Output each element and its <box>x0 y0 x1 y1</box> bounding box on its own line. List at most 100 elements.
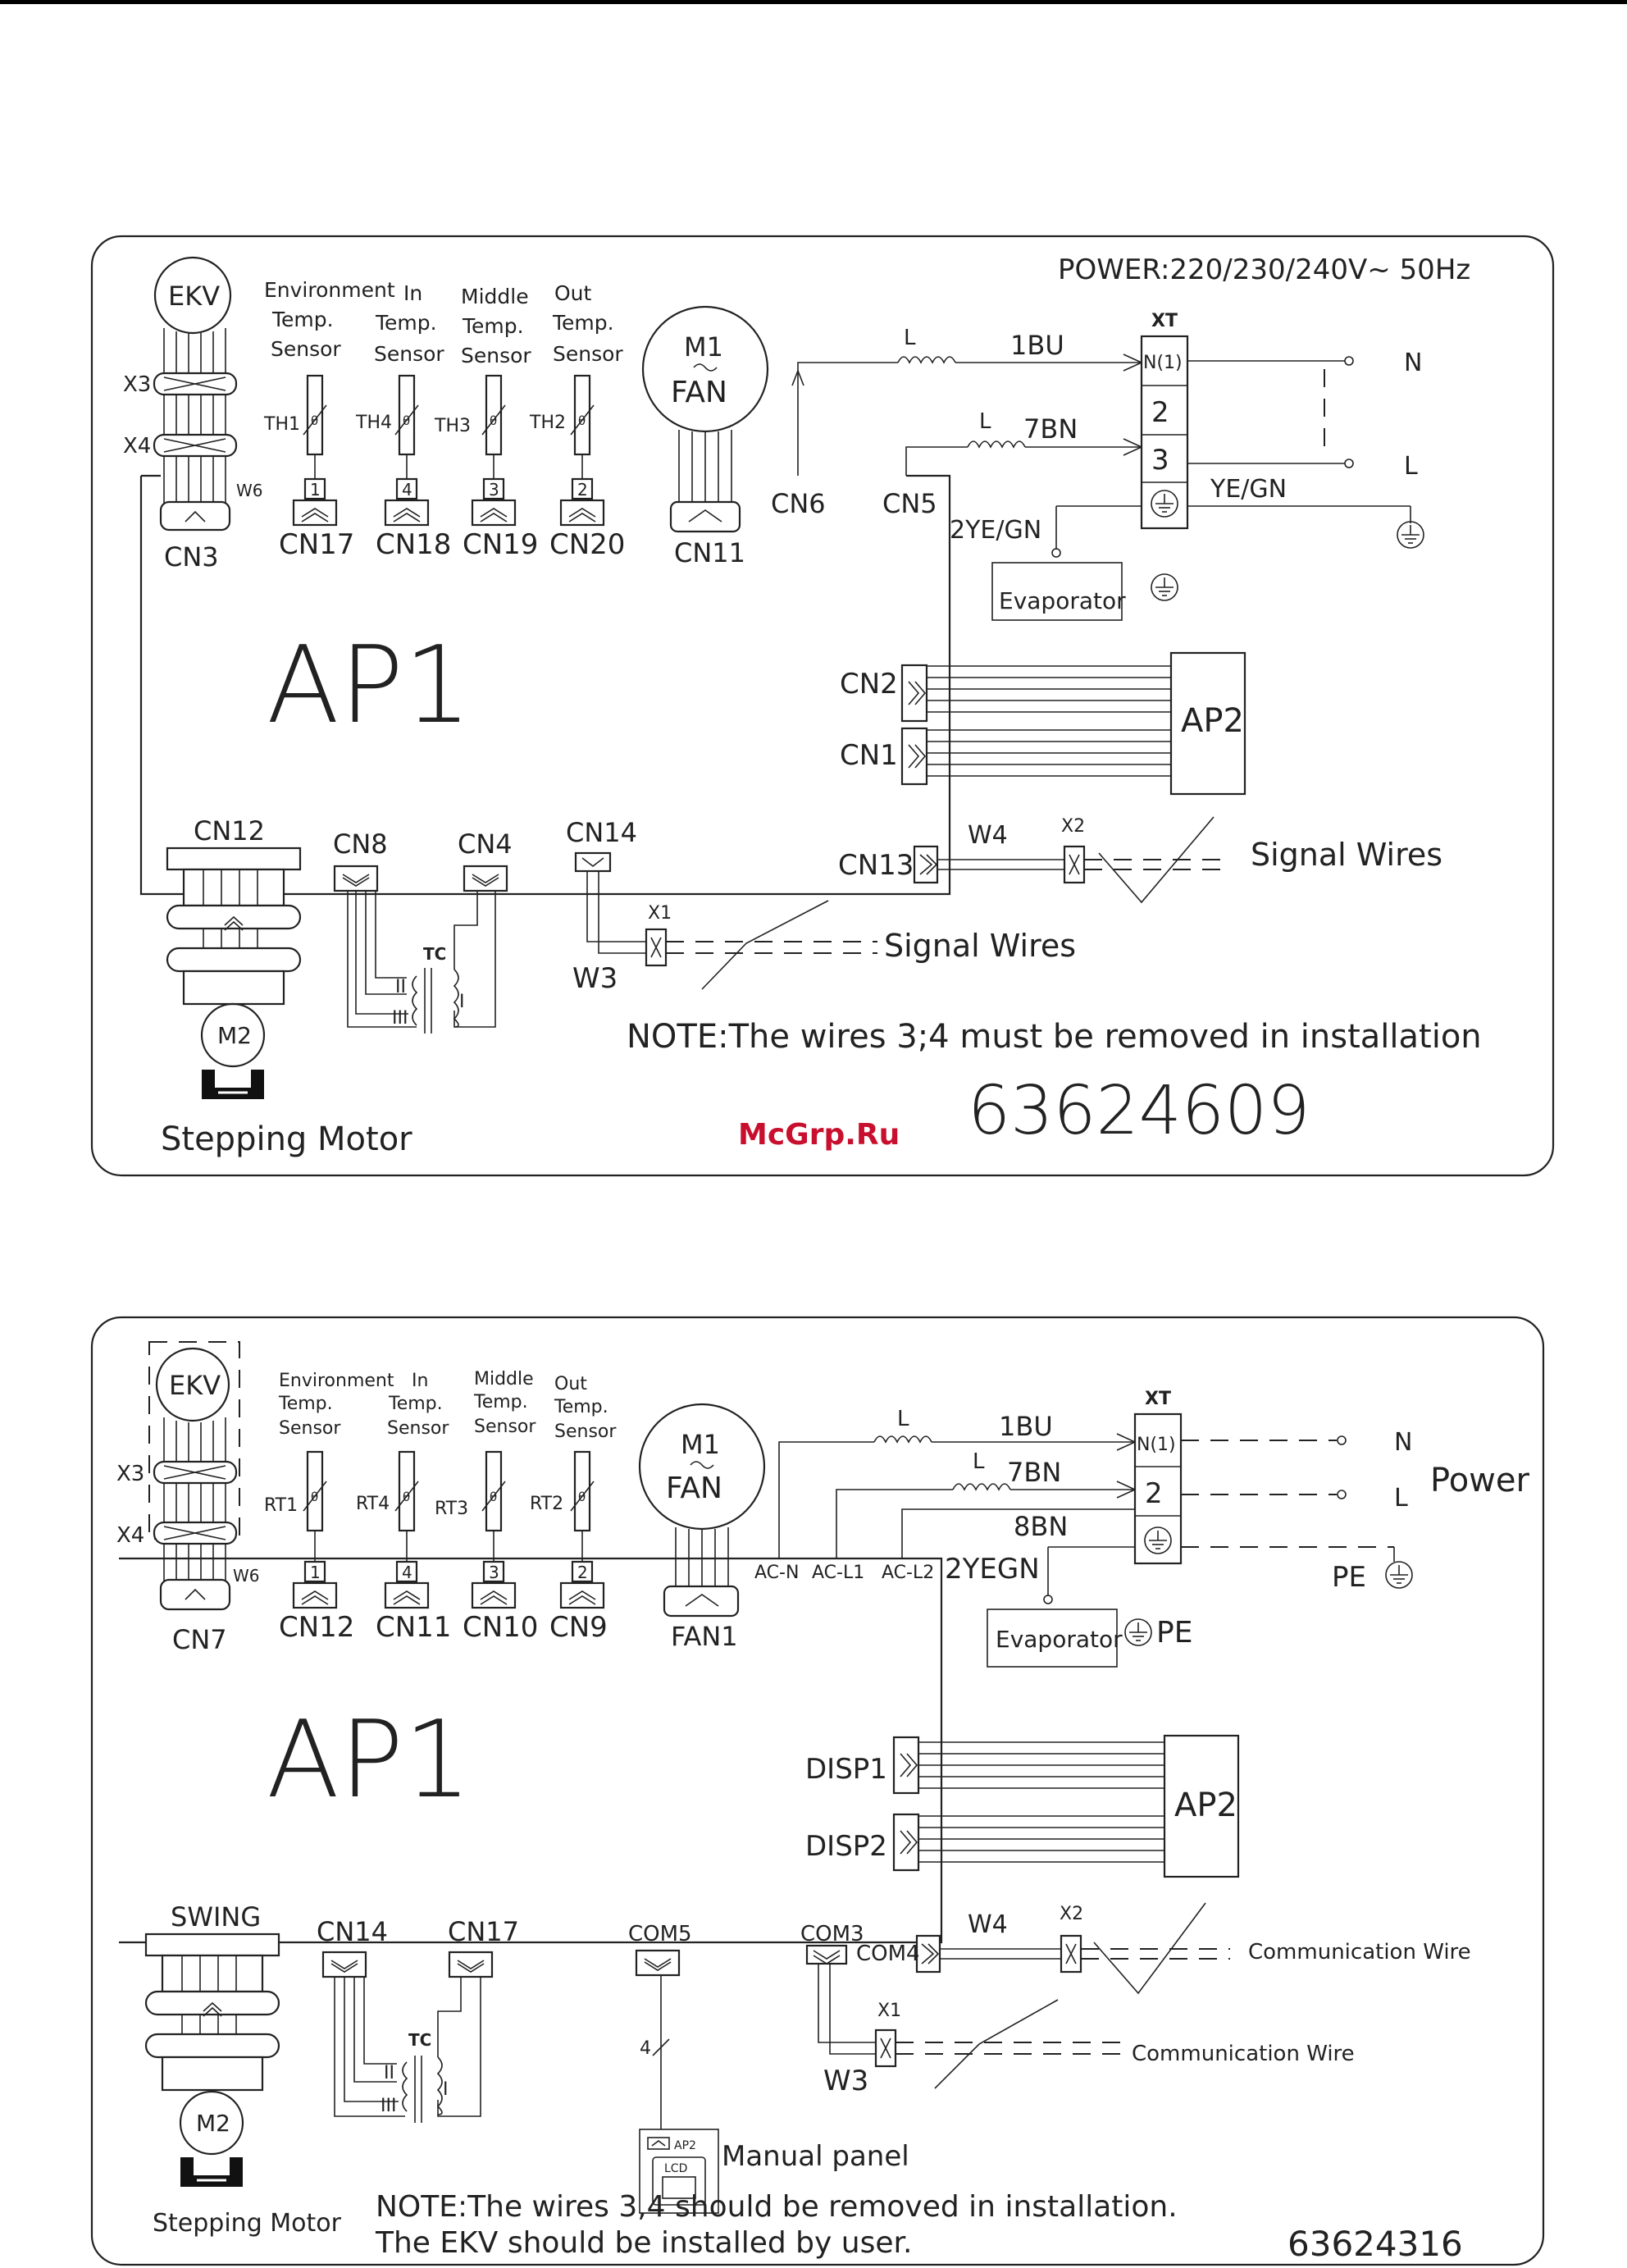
note-1: NOTE:The wires 3;4 must be removed in in… <box>627 1018 1482 1056</box>
sensor1-line3: Sensor <box>271 337 341 361</box>
th2-label: TH2 <box>529 413 566 433</box>
com3-connector <box>805 1944 848 1965</box>
sensor4-line1: Out <box>554 281 592 305</box>
rt2-sensor-icon <box>569 1450 595 1532</box>
disp1-connector <box>892 1736 920 1795</box>
cn1-connector <box>900 727 928 786</box>
th1-label: TH1 <box>263 414 300 435</box>
fan1-connector <box>663 1585 740 1618</box>
wire-yegn-label: YE/GN <box>1210 475 1287 504</box>
power-l-label-2: L <box>1394 1484 1408 1513</box>
xt-label: XT <box>1151 311 1178 331</box>
cn5-label: CN5 <box>882 488 937 519</box>
sensor2-line1-2: In <box>412 1371 428 1391</box>
cn3-label: CN3 <box>164 541 219 573</box>
cn14-label-2: CN14 <box>317 1916 388 1947</box>
sensor4-line2-2: Temp. <box>554 1397 608 1417</box>
top-rule <box>0 0 1627 4</box>
sensor1-line2-2: Temp. <box>278 1394 333 1414</box>
ap2-label-2: AP2 <box>1174 1787 1237 1824</box>
pin-4-label: 4 <box>402 480 412 500</box>
cn4-label: CN4 <box>458 828 513 860</box>
cn19-connector <box>471 499 517 527</box>
xt-label-2: XT <box>1145 1389 1171 1409</box>
signal-wires-label-1: Signal Wires <box>1251 837 1442 873</box>
wire-1bu-label-2: 1BU <box>999 1411 1053 1442</box>
th2-sensor-icon <box>569 374 595 456</box>
lcd-label: LCD <box>664 2162 687 2175</box>
diagram-2-frame <box>90 1316 1545 2266</box>
watermark: McGrp.Ru <box>738 1118 900 1152</box>
ap1-label-2: AP1 <box>267 1697 472 1822</box>
power-spec: POWER:220/230/240V~ 50Hz <box>1058 253 1470 286</box>
sensor1-line2: Temp. <box>271 308 334 331</box>
com3-label: COM3 <box>800 1922 864 1946</box>
wire-2yegn-label-2: 2YEGN <box>945 1553 1040 1586</box>
m2-label-1: M2 <box>217 1022 252 1049</box>
evaporator-label: Evaporator <box>999 587 1126 614</box>
cn18-label: CN18 <box>376 528 451 561</box>
fan-label-2: FAN <box>666 1472 722 1505</box>
sensor4-line3-2: Sensor <box>554 1421 617 1442</box>
x1-label-1: X1 <box>648 903 672 924</box>
drawing-code-2: 63624316 <box>1287 2224 1463 2264</box>
coil-ii-label-1: II <box>395 977 406 997</box>
cn11-label-2: CN11 <box>376 1611 451 1644</box>
cn13-connector <box>913 845 939 884</box>
stepping-motor-icon <box>200 1002 266 1101</box>
w3-label-2: W3 <box>823 2065 868 2097</box>
x1-connector-1 <box>645 928 668 967</box>
inductor-l2-icon <box>967 440 1026 448</box>
coil-iii-label-1: III <box>392 1008 408 1029</box>
cn11-connector <box>669 500 741 533</box>
ac-l1-label: AC-L1 <box>812 1563 864 1583</box>
cn20-connector <box>559 499 605 527</box>
inductor-l2-icon-2 <box>952 1483 1011 1490</box>
inductor-l1-icon <box>897 356 956 363</box>
x1-label-2: X1 <box>877 2001 901 2021</box>
power-l-label: L <box>1404 452 1418 481</box>
sensor2-line2-2: Temp. <box>388 1394 443 1414</box>
sensor3-line2: Temp. <box>462 314 524 338</box>
sensor1-line1: Environment <box>264 278 395 302</box>
tc-label-1: TC <box>423 944 446 964</box>
fan1-label: FAN1 <box>671 1621 738 1652</box>
cn8-connector <box>333 865 379 892</box>
x2-label-2: X2 <box>1060 1904 1083 1924</box>
m1-label-2: M1 <box>681 1429 720 1460</box>
cn14-label-1: CN14 <box>566 817 637 848</box>
pe-ground-icon <box>1385 1561 1413 1589</box>
sensor4-line2: Temp. <box>552 311 614 335</box>
rt4-sensor-icon <box>394 1450 420 1532</box>
ac-n-label: AC-N <box>754 1563 799 1583</box>
x4-label-2: X4 <box>116 1523 144 1548</box>
evaporator-ground-icon-2 <box>1124 1618 1152 1646</box>
tc-label-2: TC <box>408 2030 431 2050</box>
cn10-label-2: CN10 <box>463 1611 538 1644</box>
sensor1-line1-2: Environment <box>279 1371 394 1391</box>
sensor2-line1: In <box>403 281 422 305</box>
cn20-label: CN20 <box>549 528 625 561</box>
com4-connector <box>915 1934 941 1974</box>
evaporator-ground-icon <box>1151 573 1178 601</box>
stepping-motor-icon-2 <box>179 2090 244 2188</box>
ac-l2-label: AC-L2 <box>882 1563 934 1583</box>
coil-i-label-2: I <box>443 2079 449 2100</box>
evaporator-box <box>991 562 1123 621</box>
cn12-connector <box>166 847 302 871</box>
com5-connector <box>635 1949 681 1977</box>
th3-label: TH3 <box>434 416 471 436</box>
sensor2-line3: Sensor <box>374 342 444 366</box>
cn12-connector-2 <box>292 1581 338 1609</box>
communication-wire-label-1: Communication Wire <box>1248 1940 1471 1965</box>
cn7-label: CN7 <box>172 1624 227 1655</box>
cn11-connector-2 <box>384 1581 430 1609</box>
w6-label: W6 <box>236 481 263 500</box>
power-n-label-2: N <box>1394 1428 1412 1457</box>
cn9-connector-2 <box>559 1581 605 1609</box>
cn11-label: CN11 <box>674 537 745 568</box>
sensor3-line1: Middle <box>461 285 529 308</box>
w4-label: W4 <box>968 821 1008 850</box>
cn13-label: CN13 <box>838 849 914 882</box>
ap1-label: AP1 <box>267 623 472 747</box>
